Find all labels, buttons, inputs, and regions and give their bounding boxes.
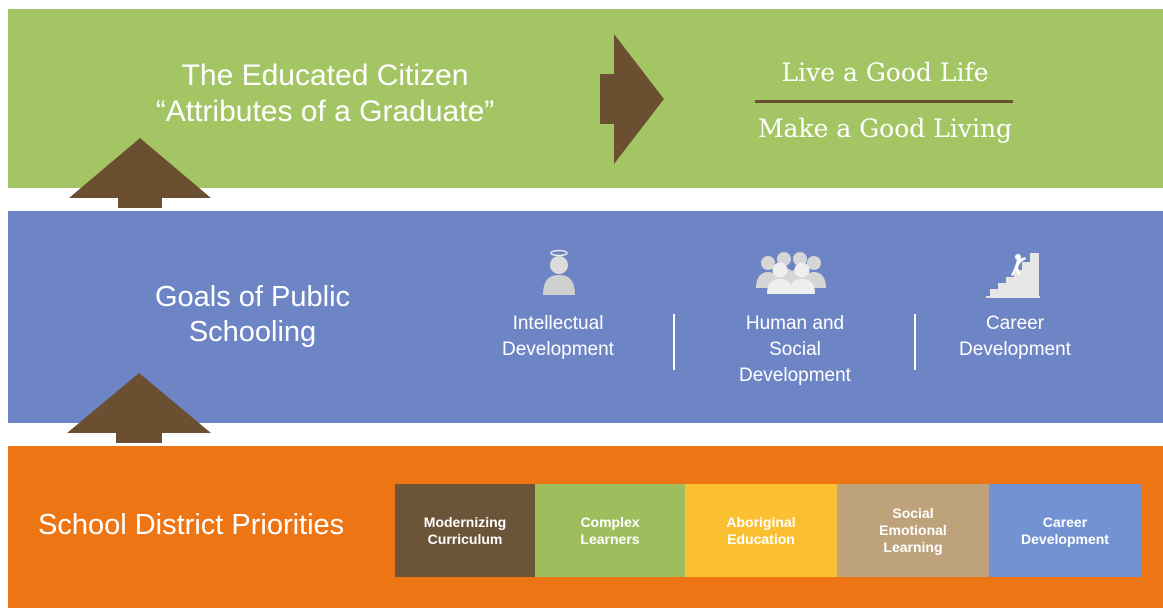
priority-text-line: Education: [727, 530, 795, 547]
priority-modernizing-curriculum: Modernizing Curriculum: [395, 484, 535, 577]
priority-text-line: Curriculum: [427, 530, 503, 547]
outcome-good-living: Make a Good Living: [757, 114, 1013, 143]
goal-text-line: Development: [739, 365, 851, 386]
priority-social-emotional-learning: Social Emotional Learning: [837, 484, 989, 577]
climbing-stairs-icon: [986, 253, 1040, 298]
goal-human-social-development: Human and Social Development: [715, 311, 875, 389]
goal-text-line: Human and: [745, 313, 845, 334]
goal-text-line: Career: [985, 313, 1045, 334]
priority-text-line: Aboriginal: [726, 513, 796, 530]
goal-divider: [673, 314, 675, 370]
goals-title: Goals of Public Schooling: [110, 280, 395, 350]
up-arrow-icon: [67, 373, 211, 443]
educated-citizen-title-line1: The Educated Citizen: [181, 59, 469, 92]
goals-band: [8, 211, 1163, 423]
goal-intellectual-development: Intellectual Development: [478, 311, 638, 363]
district-priorities-title: School District Priorities: [38, 509, 345, 541]
priority-text-line: Development: [1021, 530, 1109, 547]
priority-career-development: Career Development: [989, 484, 1141, 577]
educated-citizen-title-line2: “Attributes of a Graduate”: [155, 95, 495, 128]
goal-divider: [914, 314, 916, 370]
priority-text-line: Learners: [580, 530, 640, 547]
people-group-icon: [756, 252, 826, 294]
priority-text-line: Career: [1042, 513, 1088, 530]
goal-text-line: Intellectual: [512, 313, 604, 334]
priority-complex-learners: Complex Learners: [535, 484, 685, 577]
goal-text-line: Development: [502, 339, 614, 360]
educated-citizen-title: The Educated Citizen “Attributes of a Gr…: [110, 58, 540, 130]
priority-text-line: Emotional: [879, 522, 947, 538]
student-icon: [543, 249, 575, 295]
goals-title-line1: Goals of Public: [154, 281, 351, 313]
goal-text-line: Social: [769, 339, 821, 360]
priority-text-line: Learning: [883, 539, 943, 555]
goals-title-line2: Schooling: [188, 315, 317, 348]
priority-text-line: Complex: [580, 513, 640, 530]
goal-career-development: Career Development: [935, 311, 1095, 363]
priority-text-line: Modernizing: [423, 513, 507, 530]
outcome-divider: [755, 100, 1013, 103]
educated-citizen-band: [8, 9, 1163, 188]
right-arrow-icon: [600, 34, 664, 164]
priority-text-line: Social: [892, 505, 934, 521]
goal-text-line: Development: [959, 339, 1071, 360]
up-arrow-icon: [69, 138, 211, 208]
priority-aboriginal-education: Aboriginal Education: [685, 484, 837, 577]
outcome-good-life: Live a Good Life: [781, 58, 989, 87]
